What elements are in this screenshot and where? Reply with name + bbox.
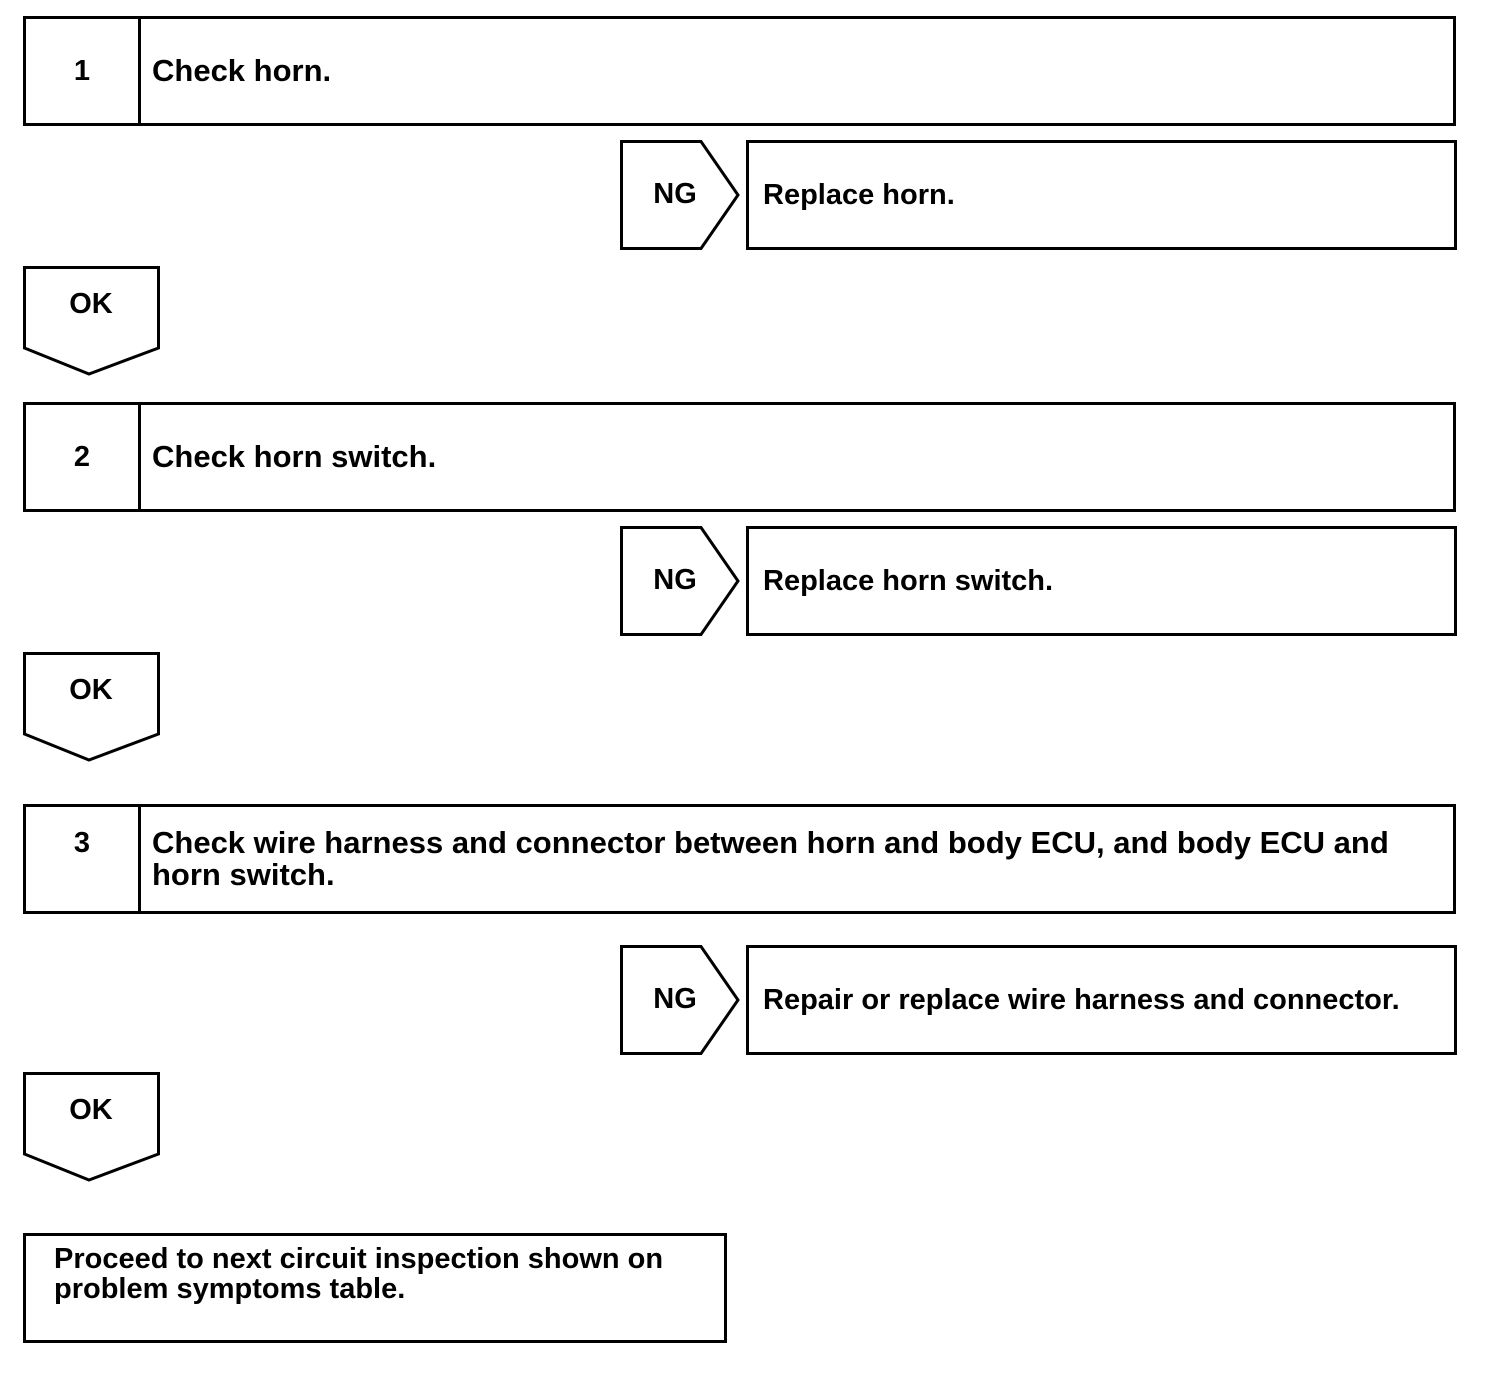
step-3-box: 3 Check wire harness and connector betwe…: [23, 804, 1456, 914]
step-2-ng-label: NG: [653, 563, 697, 596]
final-instruction-text: Proceed to next circuit inspection shown…: [54, 1243, 664, 1305]
step-1-ng-label: NG: [653, 177, 697, 210]
step-1-ng-result-text: Replace horn.: [763, 178, 955, 211]
step-3-ng-result: Repair or replace wire harness and conne…: [746, 945, 1457, 1055]
ng-arrow-shape: [620, 140, 740, 250]
ng-arrow-shape: [620, 945, 740, 1055]
step-3-ok-label: OK: [69, 1094, 113, 1126]
step-2-ok-arrow: OK: [23, 652, 160, 763]
step-3-ng-arrow: NG: [620, 945, 742, 1055]
step-3-text: Check wire harness and connector between…: [152, 825, 1389, 892]
step-2-box: 2 Check horn switch.: [23, 402, 1456, 512]
step-3-ok-arrow: OK: [23, 1072, 160, 1183]
ok-arrow-shape: [23, 652, 160, 762]
ok-arrow-shape: [23, 1072, 160, 1182]
ok-arrow-shape: [23, 266, 160, 376]
step-1-number: 1: [26, 19, 141, 123]
step-2-ng-arrow: NG: [620, 526, 742, 636]
step-1-ng-result: Replace horn.: [746, 140, 1457, 250]
step-1-ng-arrow: NG: [620, 140, 742, 250]
step-2-number: 2: [26, 405, 141, 509]
step-2-ok-label: OK: [69, 674, 113, 706]
step-2-text: Check horn switch.: [152, 439, 437, 474]
step-1-box: 1 Check horn.: [23, 16, 1456, 126]
step-1-ok-arrow: OK: [23, 266, 160, 377]
step-2-ng-result: Replace horn switch.: [746, 526, 1457, 636]
step-1-text: Check horn.: [152, 53, 332, 88]
step-3-number: 3: [26, 807, 141, 911]
final-instruction-box: Proceed to next circuit inspection shown…: [23, 1233, 727, 1343]
step-3-ng-result-text: Repair or replace wire harness and conne…: [763, 983, 1400, 1016]
step-2-ng-result-text: Replace horn switch.: [763, 564, 1054, 597]
step-1-ok-label: OK: [69, 288, 113, 320]
step-3-ng-label: NG: [653, 982, 697, 1015]
ng-arrow-shape: [620, 526, 740, 636]
